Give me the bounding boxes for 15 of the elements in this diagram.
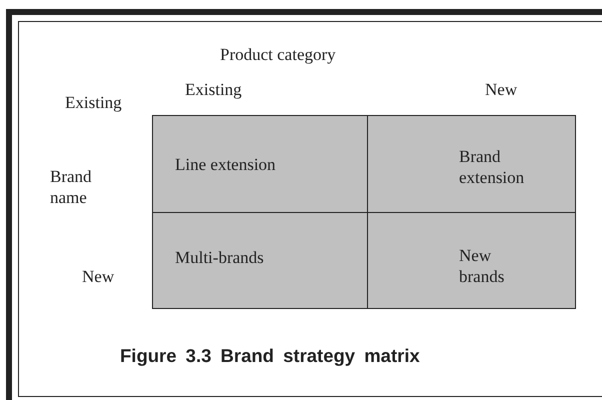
column-header: Existing — [185, 79, 242, 100]
cell-text: Line extension — [175, 154, 276, 175]
column-header: New — [485, 79, 518, 100]
axis-title: Brand name — [50, 166, 93, 208]
figure-caption: Figure 3.3 Brand strategy matrix — [120, 345, 420, 367]
cell-text: New brands — [459, 245, 506, 287]
row-header: New — [82, 266, 114, 287]
row-header: Existing — [65, 92, 122, 113]
cell-text: Brand extension — [459, 146, 526, 188]
cell-text: Multi-brands — [175, 247, 264, 268]
axis-title: Product category — [220, 44, 336, 65]
matrix-cell — [152, 115, 368, 213]
matrix-cell — [367, 115, 576, 213]
matrix-cell — [367, 212, 576, 309]
matrix-cell — [152, 212, 368, 309]
